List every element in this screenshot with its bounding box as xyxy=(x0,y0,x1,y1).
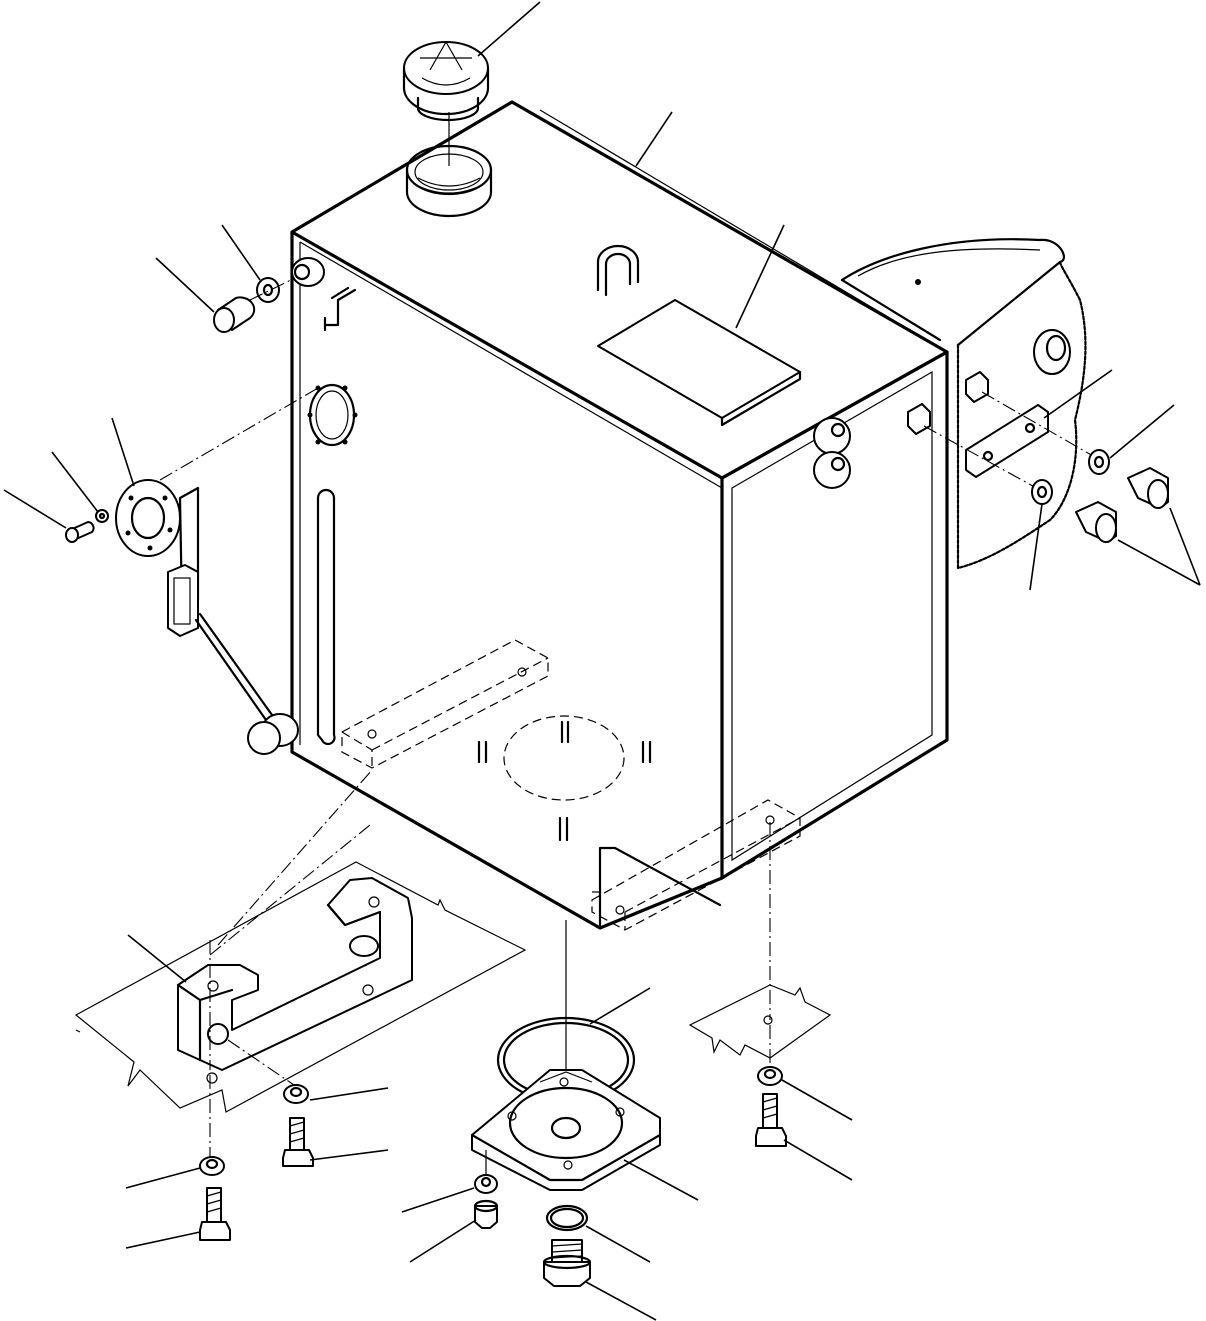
frame-section xyxy=(840,238,1087,570)
mounting-strap xyxy=(965,404,1049,478)
strap-bolt-1 xyxy=(1127,467,1169,509)
flange-screw xyxy=(65,521,95,543)
tank-body xyxy=(290,100,949,930)
lifting-hook xyxy=(596,244,640,297)
strap-washer-2 xyxy=(1031,479,1053,505)
filler-cap xyxy=(402,41,490,166)
bracket-outline xyxy=(74,861,527,1113)
sight-gauge-flange xyxy=(115,479,181,557)
right-bracket-outline xyxy=(688,984,832,1059)
strap-bolt-2 xyxy=(1075,501,1117,543)
callout-leaders xyxy=(3,1,1201,1321)
strainer-cover xyxy=(470,1069,662,1191)
mounting-bracket xyxy=(176,877,413,1071)
cover-bolt xyxy=(473,1199,499,1229)
drain-plug xyxy=(213,296,256,333)
plug-o-ring xyxy=(545,1204,589,1232)
breather-elbow xyxy=(323,286,357,332)
mounting-rails xyxy=(341,639,801,931)
washer xyxy=(256,277,280,303)
bracket-washer-center xyxy=(283,1084,309,1104)
drain-port-boss xyxy=(291,257,325,287)
strap-washer-1 xyxy=(1088,449,1110,475)
right-bolt xyxy=(755,1093,787,1147)
bracket-washer-left xyxy=(199,1156,225,1176)
flange-washer xyxy=(95,509,109,523)
level-tube xyxy=(316,488,336,746)
right-washer xyxy=(757,1066,783,1086)
gauge-mount-ring xyxy=(307,383,358,447)
nameplate xyxy=(597,299,802,427)
strainer-drain-plug xyxy=(542,1239,592,1287)
cover-washer xyxy=(474,1174,498,1194)
return-port-bosses xyxy=(813,417,851,489)
bracket-bolt-left xyxy=(199,1187,231,1241)
level-float xyxy=(167,486,299,755)
strainer-opening xyxy=(477,715,652,842)
bracket-bolt-center xyxy=(282,1117,314,1167)
